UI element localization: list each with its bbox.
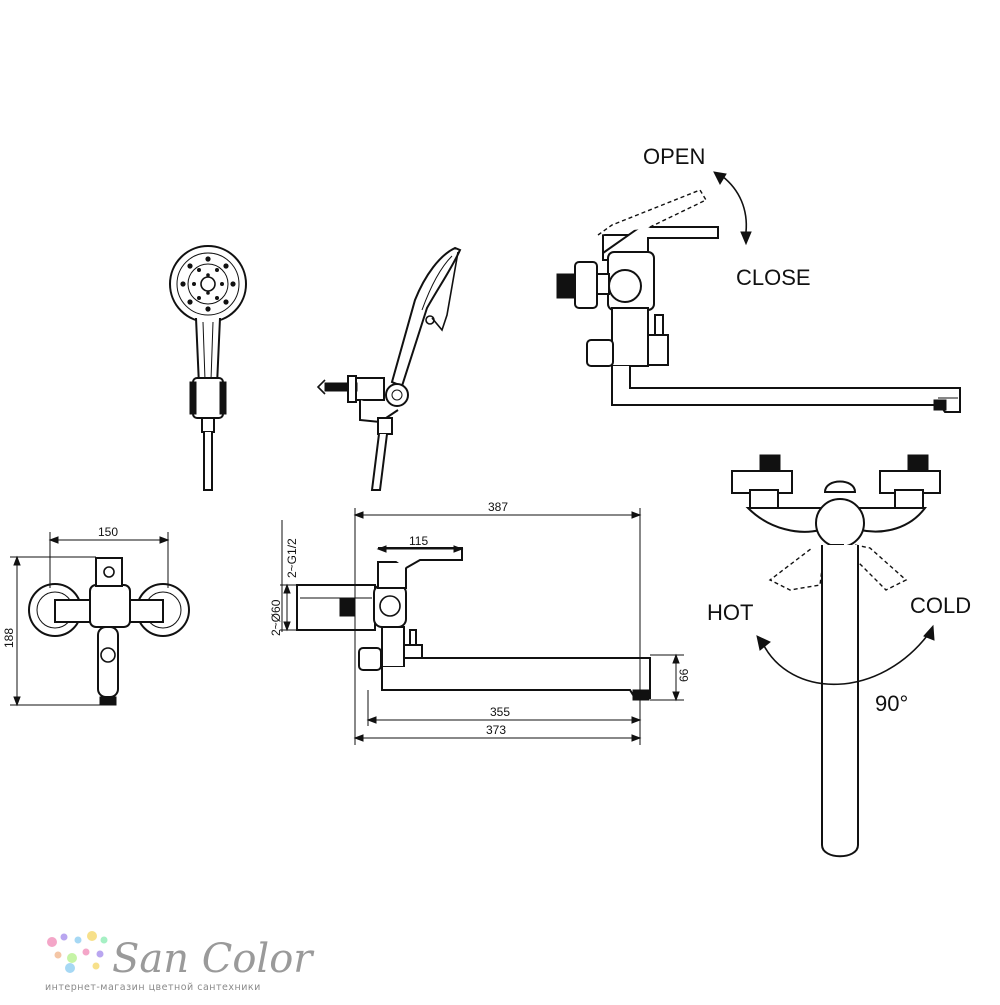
logo-dot <box>60 933 68 941</box>
mixer-side-view: OPEN CLOSE <box>556 144 961 413</box>
cold-label: COLD <box>910 593 971 618</box>
dimension-355: 355 <box>490 705 510 719</box>
mixer-dimensioned-side-view: 387 115 355 373 66 2~G1/2 2~Ø60 <box>269 500 691 745</box>
dimension-diameter: 2~Ø60 <box>269 599 283 636</box>
open-label: OPEN <box>643 144 705 169</box>
dimension-188: 188 <box>2 628 16 648</box>
hand-shower-side-view <box>316 246 462 491</box>
logo-dot <box>100 936 108 944</box>
mixer-front-view: 150 188 <box>2 525 190 707</box>
dimension-387: 387 <box>488 500 508 514</box>
logo-dot <box>92 962 100 970</box>
logo-tagline: интернет-магазин цветной сантехники <box>45 982 261 993</box>
logo-dot <box>47 937 57 947</box>
logo-dot <box>65 963 75 973</box>
dimension-150: 150 <box>98 525 118 539</box>
sancolor-logo: San Color интернет-магазин цветной санте… <box>45 931 315 993</box>
angle-label: 90° <box>875 691 908 716</box>
logo-dot <box>54 951 62 959</box>
hot-label: HOT <box>707 600 753 625</box>
hand-shower-front-view <box>169 245 247 491</box>
logo-dot <box>74 936 82 944</box>
close-label: CLOSE <box>736 265 811 290</box>
logo-dot <box>87 931 97 941</box>
logo-dot <box>67 953 77 963</box>
logo-name: San Color <box>112 936 315 982</box>
logo-dots <box>47 931 108 973</box>
dimension-115: 115 <box>409 534 428 548</box>
logo-dot <box>82 948 90 956</box>
dimension-373: 373 <box>486 723 506 737</box>
logo-dot <box>96 950 104 958</box>
dimension-66: 66 <box>677 668 691 682</box>
mixer-hot-cold-view: HOT COLD 90° <box>707 454 971 858</box>
dimension-thread: 2~G1/2 <box>285 538 299 578</box>
